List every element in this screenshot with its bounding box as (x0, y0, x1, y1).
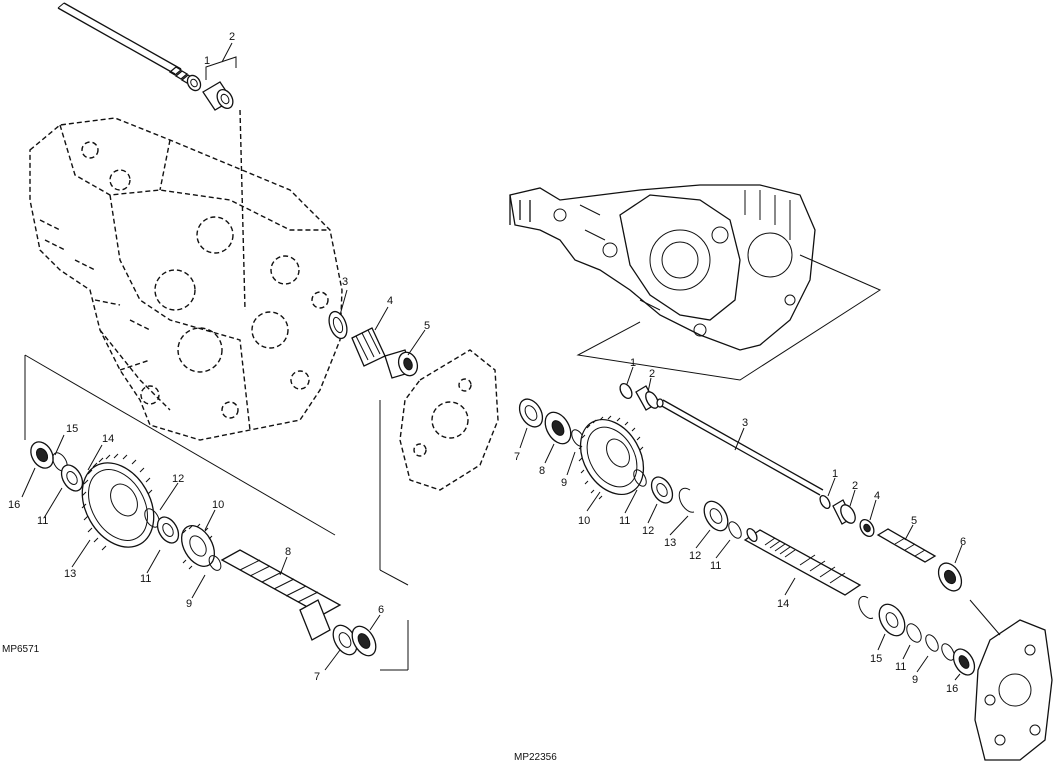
left-callout-12: 12 (172, 473, 184, 485)
right-callout-5: 5 (911, 515, 917, 527)
right-callout-13: 13 (664, 537, 676, 549)
right-callout-11c: 11 (895, 661, 906, 673)
right-part-1-ring-top (619, 382, 633, 400)
right-transmission-housing (509, 184, 882, 381)
left-shaft-top (57, 2, 195, 84)
left-part-16-bearing (30, 441, 54, 469)
right-end-cover (974, 619, 1053, 761)
right-part-2-sleeve-top (635, 385, 659, 411)
left-callout-4: 4 (387, 295, 393, 307)
right-part-16-bearing (952, 648, 976, 676)
right-callout-1-lower: 1 (832, 468, 838, 480)
left-part-5-coupling (384, 349, 419, 379)
left-callout-10: 10 (212, 499, 224, 511)
right-part-6-bearing (937, 562, 963, 592)
left-callout-16: 16 (8, 499, 20, 511)
right-part-10-gear (578, 415, 645, 500)
left-part-1-snap-ring (186, 74, 202, 92)
left-callout-5: 5 (424, 320, 430, 332)
left-part-2-sleeve (202, 81, 234, 111)
right-callout-6: 6 (960, 536, 966, 548)
left-callout-1: 1 (204, 55, 210, 67)
left-transmission-housing (29, 117, 343, 441)
left-cover-plate (399, 349, 499, 491)
right-part-12-bearing-a (650, 476, 674, 504)
right-part-1-ring-lower (819, 494, 831, 510)
right-part-4-ring (859, 518, 875, 538)
left-callout-11a: 11 (37, 515, 48, 527)
right-callout-3: 3 (742, 417, 748, 429)
left-callout-15: 15 (66, 423, 78, 435)
right-callout-7: 7 (514, 451, 520, 463)
right-part-11-spacer-b (728, 521, 742, 539)
right-callout-15: 15 (870, 653, 882, 665)
left-callout-6: 6 (378, 604, 384, 616)
right-part-11-spacer-a (633, 469, 647, 487)
right-callout-2-top: 2 (649, 368, 655, 380)
left-callout-14: 14 (102, 433, 114, 445)
left-assembly (21, 2, 499, 671)
right-part-8-gear (544, 411, 572, 445)
left-part-13-gear (81, 453, 155, 551)
right-assembly (509, 184, 1053, 761)
right-callout-2-lower: 2 (852, 480, 858, 492)
right-callout-11b: 11 (710, 560, 721, 572)
right-part-9-ring-lower (925, 634, 939, 652)
left-part-11-spacer-b (156, 516, 180, 544)
left-part-11-spacer-a (60, 464, 84, 492)
right-callout-14: 14 (777, 598, 789, 610)
left-part-8-shaft (220, 549, 342, 641)
left-part-10-gear (180, 523, 216, 570)
right-part-13-snap-ring (678, 487, 695, 513)
right-part-3-shaft (656, 398, 824, 496)
right-part-11-spacer-c (906, 623, 922, 643)
left-part-3-bearing (328, 310, 348, 340)
right-callout-10: 10 (578, 515, 590, 527)
right-callout-8: 8 (539, 465, 545, 477)
right-callout-9-lower: 9 (912, 674, 918, 686)
left-callout-8: 8 (285, 546, 291, 558)
right-part-12-bearing-b (703, 500, 729, 532)
left-part-9-ring (208, 555, 222, 571)
right-callout-12b: 12 (689, 550, 701, 562)
left-callout-2: 2 (229, 31, 235, 43)
left-part-6-bearing (351, 625, 377, 657)
right-callout-1-top: 1 (630, 357, 636, 369)
right-figure-ref-id: MP22356 (514, 752, 557, 763)
right-part-snap-ring-lower (858, 595, 874, 619)
right-callout-12a: 12 (642, 525, 654, 537)
right-part-14-shaft (743, 527, 862, 596)
left-callout-3: 3 (342, 276, 348, 288)
left-callout-11b: 11 (140, 573, 151, 585)
right-callout-11a: 11 (619, 515, 630, 527)
right-callout-16: 16 (946, 683, 958, 695)
left-callout-7: 7 (314, 671, 320, 683)
right-part-5-shaft (876, 528, 937, 563)
right-part-7-bearing (518, 398, 544, 428)
right-part-2-sleeve-lower (832, 499, 856, 525)
left-part-4-shaft (351, 327, 386, 367)
right-part-ring-small (941, 643, 955, 661)
left-callout-9: 9 (186, 598, 192, 610)
right-callout-9-top: 9 (561, 477, 567, 489)
right-callout-4: 4 (874, 490, 880, 502)
left-callout-13: 13 (64, 568, 76, 580)
left-figure-ref-id: MP6571 (2, 644, 40, 655)
right-part-15-bearing (878, 603, 906, 637)
